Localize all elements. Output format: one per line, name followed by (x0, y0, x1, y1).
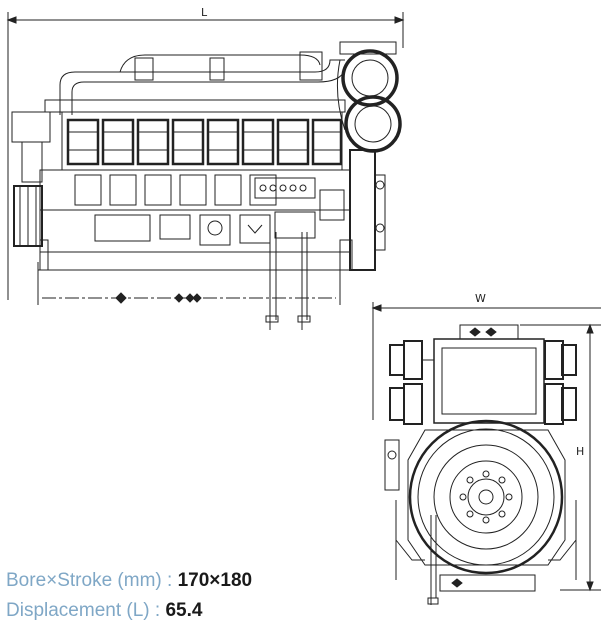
width-dimension (371, 302, 601, 420)
height-dimension (520, 323, 601, 592)
engine-front-view (384, 324, 577, 605)
spec-bore-stroke: Bore×Stroke (mm) : 170×180 (6, 570, 252, 592)
spec-bore-stroke-label: Bore×Stroke (mm) : (6, 570, 178, 591)
spec-bore-stroke-value: 170×180 (177, 570, 253, 591)
height-label: H (576, 445, 584, 458)
length-dimension (6, 12, 405, 300)
engine-side-view (11, 41, 402, 330)
width-label: W (475, 292, 486, 305)
spec-displacement-value: 65.4 (165, 600, 203, 621)
spec-displacement: Displacement (L) : 65.4 (6, 600, 202, 622)
length-label: L (201, 6, 208, 19)
spec-displacement-label: Displacement (L) : (6, 600, 166, 621)
